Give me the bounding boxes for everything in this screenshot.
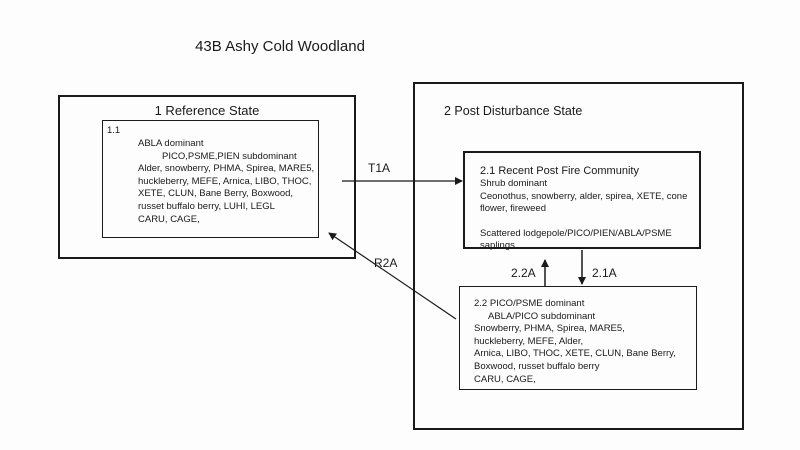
community-line: CARU, CAGE, [474,373,536,385]
community-line: Scattered lodgepole/PICO/PIEN/ABLA/PSME [480,227,672,239]
post-disturbance-state-title: 2 Post Disturbance State [444,104,583,118]
t1a-label: T1A [368,161,391,175]
community-2-1-title: 2.1 Recent Post Fire Community [480,165,639,177]
community-line: russet buffalo berry, LUHI, LEGL [138,200,275,212]
community-line: huckleberry, MEFE, Alder, [474,335,584,347]
reference-state-title: 1 Reference State [154,103,260,118]
r2a-label: R2A [374,256,398,270]
community-line: ABLA/PICO subdominant [488,310,596,322]
community-line: Shrub dominant [480,178,548,189]
community-line: CARU, CAGE, [138,213,200,225]
community-1-1-box [102,120,319,238]
reference-state-box [58,95,356,259]
community-line: flower, fireweed [480,203,547,215]
community-2-1-text: Shrub dominant Ceonothus, snowberry, ald… [480,178,687,253]
r2a-arrow [328,232,457,320]
diagram-title: 43B Ashy Cold Woodland [195,38,365,55]
community-2-2-text: 2.2 PICO/PSME dominant ABLA/PICO subdomi… [474,298,676,386]
community-line: 2.2 PICO/PSME dominant [474,298,585,309]
community-line: Arnica, LIBO, THOC, XETE, CLUN, Bane Ber… [474,348,676,360]
2-2a-label: 2.2A [511,266,536,280]
community-line: Snowberry, PHMA, Spirea, MARE5, [474,323,625,335]
community-line: Ceonothus, snowberry, alder, spirea, XET… [480,190,688,202]
post-disturbance-state-box [413,82,744,430]
community-line: ABLA dominant [138,138,204,149]
community-line: saplings [480,240,515,252]
community-line: Boxwood, russet buffalo berry [474,360,600,372]
community-line: XETE, CLUN, Bane Berry, Boxwood, [138,188,294,200]
community-1-1-label: 1.1 [107,125,121,136]
community-2-1-box [463,151,701,249]
2-1a-label: 2.1A [592,266,617,280]
community-1-1-text: ABLA dominant PICO,PSME,PIEN subdominant… [138,138,314,226]
community-2-2-box [459,286,697,390]
community-line: Alder, snowberry, PHMA, Spirea, MARE5, [138,163,315,175]
community-line: PICO,PSME,PIEN subdominant [162,150,297,162]
community-line: huckleberry, MEFE, Arnica, LIBO, THOC, [138,175,312,187]
